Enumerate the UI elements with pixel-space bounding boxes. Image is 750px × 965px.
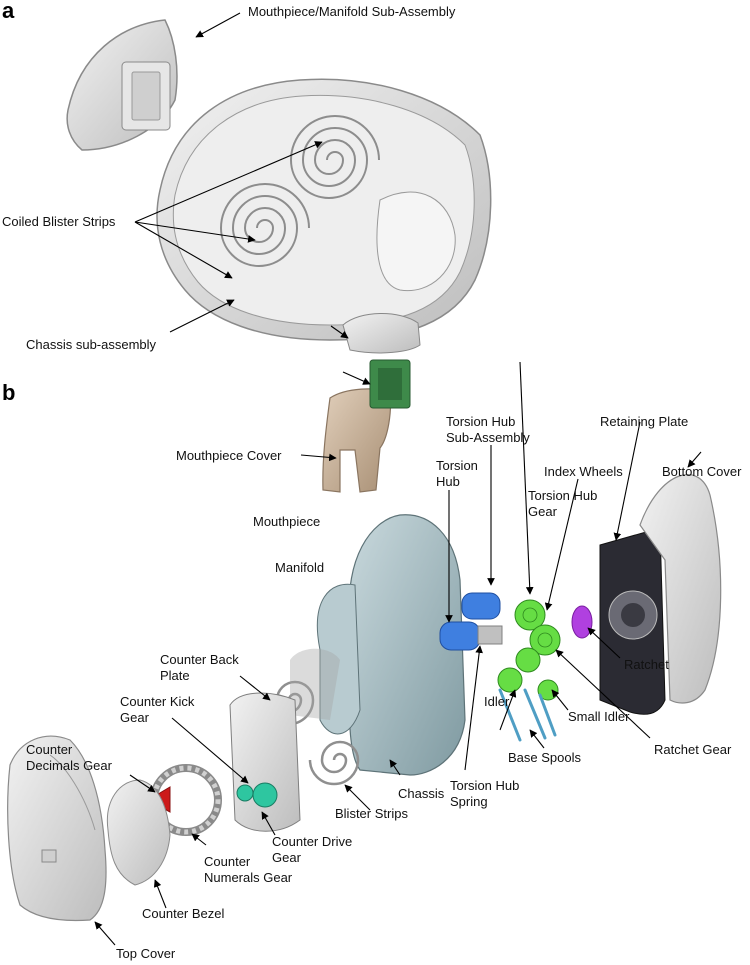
label-counter-kick-gear-line1: Counter Kick	[120, 694, 195, 709]
label-torsion-hub-gear: Torsion Hub Gear	[528, 488, 597, 520]
label-chassis-subassembly: Chassis sub-assembly	[26, 337, 157, 352]
label-counter-kick-gear-line2: Gear	[120, 710, 149, 725]
label-small-idler: Small Idler	[568, 709, 630, 724]
label-counter-back-plate-line2: Plate	[160, 668, 190, 683]
label-mouthpiece: Mouthpiece	[253, 514, 321, 529]
label-counter-drive-gear-line1: Counter Drive	[272, 834, 353, 849]
label-torsion-hub-gear-line1: Torsion Hub	[528, 488, 598, 503]
label-blister-strips: Blister Strips	[335, 806, 408, 821]
panel-a-leaders	[134, 12, 323, 333]
label-torsion-hub-spring-line2: Spring	[450, 794, 488, 809]
label-counter-back-plate: Counter Back Plate	[160, 652, 239, 684]
label-torsion-hub: Torsion Hub	[436, 458, 478, 490]
label-torsion-hub-gear-line2: Gear	[528, 504, 557, 519]
label-counter-numerals-gear-line2: Numerals Gear	[204, 870, 293, 885]
label-torsion-hub-line1: Torsion	[436, 458, 478, 473]
label-manifold: Manifold	[275, 560, 325, 575]
label-counter-drive-gear-line2: Gear	[272, 850, 301, 865]
label-counter-numerals-gear-line1: Counter	[204, 854, 251, 869]
label-retaining-plate: Retaining Plate	[600, 414, 689, 429]
label-mouthpiece-cover: Mouthpiece Cover	[176, 448, 282, 463]
label-mouthpiece-manifold-subassembly: Mouthpiece/Manifold Sub-Assembly	[248, 4, 456, 19]
label-torsion-hub-subassembly-line1: Torsion Hub	[446, 414, 516, 429]
label-torsion-hub-subassembly: Torsion Hub Sub-Assembly	[446, 414, 530, 446]
label-counter-decimals-gear-line1: Counter	[26, 742, 73, 757]
label-index-wheels: Index Wheels	[544, 464, 623, 479]
label-torsion-hub-spring-line1: Torsion Hub	[450, 778, 520, 793]
label-idler: Idler	[484, 694, 510, 709]
panel-a-device	[66, 19, 492, 341]
label-torsion-hub-line2: Hub	[436, 474, 460, 489]
label-torsion-hub-spring: Torsion Hub Spring	[450, 778, 519, 810]
label-chassis: Chassis	[398, 786, 445, 801]
panel-b-parts	[7, 313, 722, 922]
label-counter-drive-gear: Counter Drive Gear	[272, 834, 352, 866]
label-counter-kick-gear: Counter Kick Gear	[120, 694, 194, 726]
label-coiled-blister-strips: Coiled Blister Strips	[2, 214, 116, 229]
panel-b-leaders	[94, 325, 702, 946]
panel-letter-a: a	[2, 0, 15, 23]
label-counter-numerals-gear: Counter Numerals Gear	[204, 854, 292, 886]
label-ratchet: Ratchet	[624, 657, 669, 672]
label-bottom-cover: Bottom Cover	[662, 464, 742, 479]
label-torsion-hub-subassembly-line2: Sub-Assembly	[446, 430, 530, 445]
label-base-spools: Base Spools	[508, 750, 581, 765]
label-counter-bezel: Counter Bezel	[142, 906, 225, 921]
label-counter-decimals-gear: Counter Decimals Gear	[26, 742, 112, 774]
label-counter-back-plate-line1: Counter Back	[160, 652, 239, 667]
label-counter-decimals-gear-line2: Decimals Gear	[26, 758, 112, 773]
label-ratchet-gear: Ratchet Gear	[654, 742, 732, 757]
label-top-cover: Top Cover	[116, 946, 176, 961]
panel-letter-b: b	[2, 380, 16, 405]
